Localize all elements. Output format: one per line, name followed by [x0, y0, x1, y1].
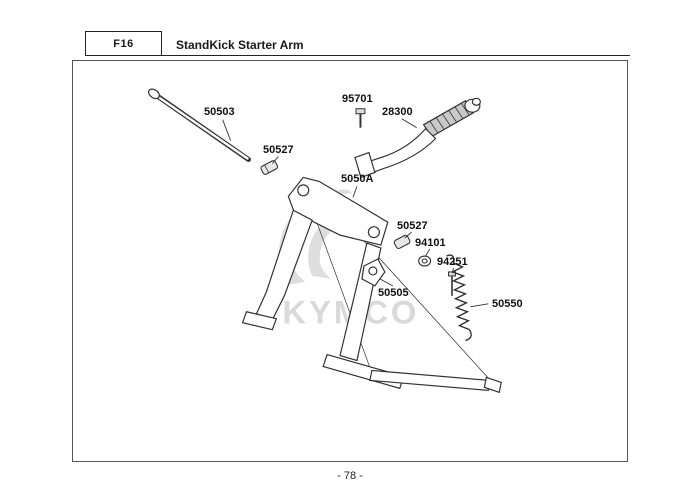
part-label-95701: 95701 [342, 93, 373, 105]
pin-50527-b [393, 234, 411, 250]
page-number: - 78 - [337, 470, 363, 482]
page-code-box: F16 [85, 31, 162, 56]
diagram-frame: KYMCO [72, 60, 628, 462]
header-rule [162, 54, 630, 56]
part-label-94251: 94251 [437, 256, 468, 268]
part-label-94101: 94101 [415, 237, 446, 249]
pin-94251 [448, 271, 456, 296]
part-label-50503: 50503 [204, 106, 235, 118]
part-label-50527-b: 50527 [397, 220, 428, 232]
page-code: F16 [113, 37, 134, 50]
page-title: StandKick Starter Arm [176, 38, 304, 52]
kick-starter-arm-28300 [354, 97, 481, 179]
part-label-50505: 50505 [378, 287, 409, 299]
washer-94101 [418, 255, 432, 267]
part-label-50550: 50550 [492, 298, 523, 310]
part-label-5050A: 5050A [341, 173, 374, 185]
spring-50550 [446, 254, 472, 342]
parts-drawing: KYMCO [147, 88, 502, 394]
leader-lines [222, 118, 489, 308]
part-label-28300: 28300 [382, 106, 413, 118]
rod-50503 [147, 88, 251, 162]
pin-50527-a [260, 160, 279, 175]
part-label-50527-a: 50527 [263, 144, 294, 156]
bolt-95701 [355, 108, 366, 128]
